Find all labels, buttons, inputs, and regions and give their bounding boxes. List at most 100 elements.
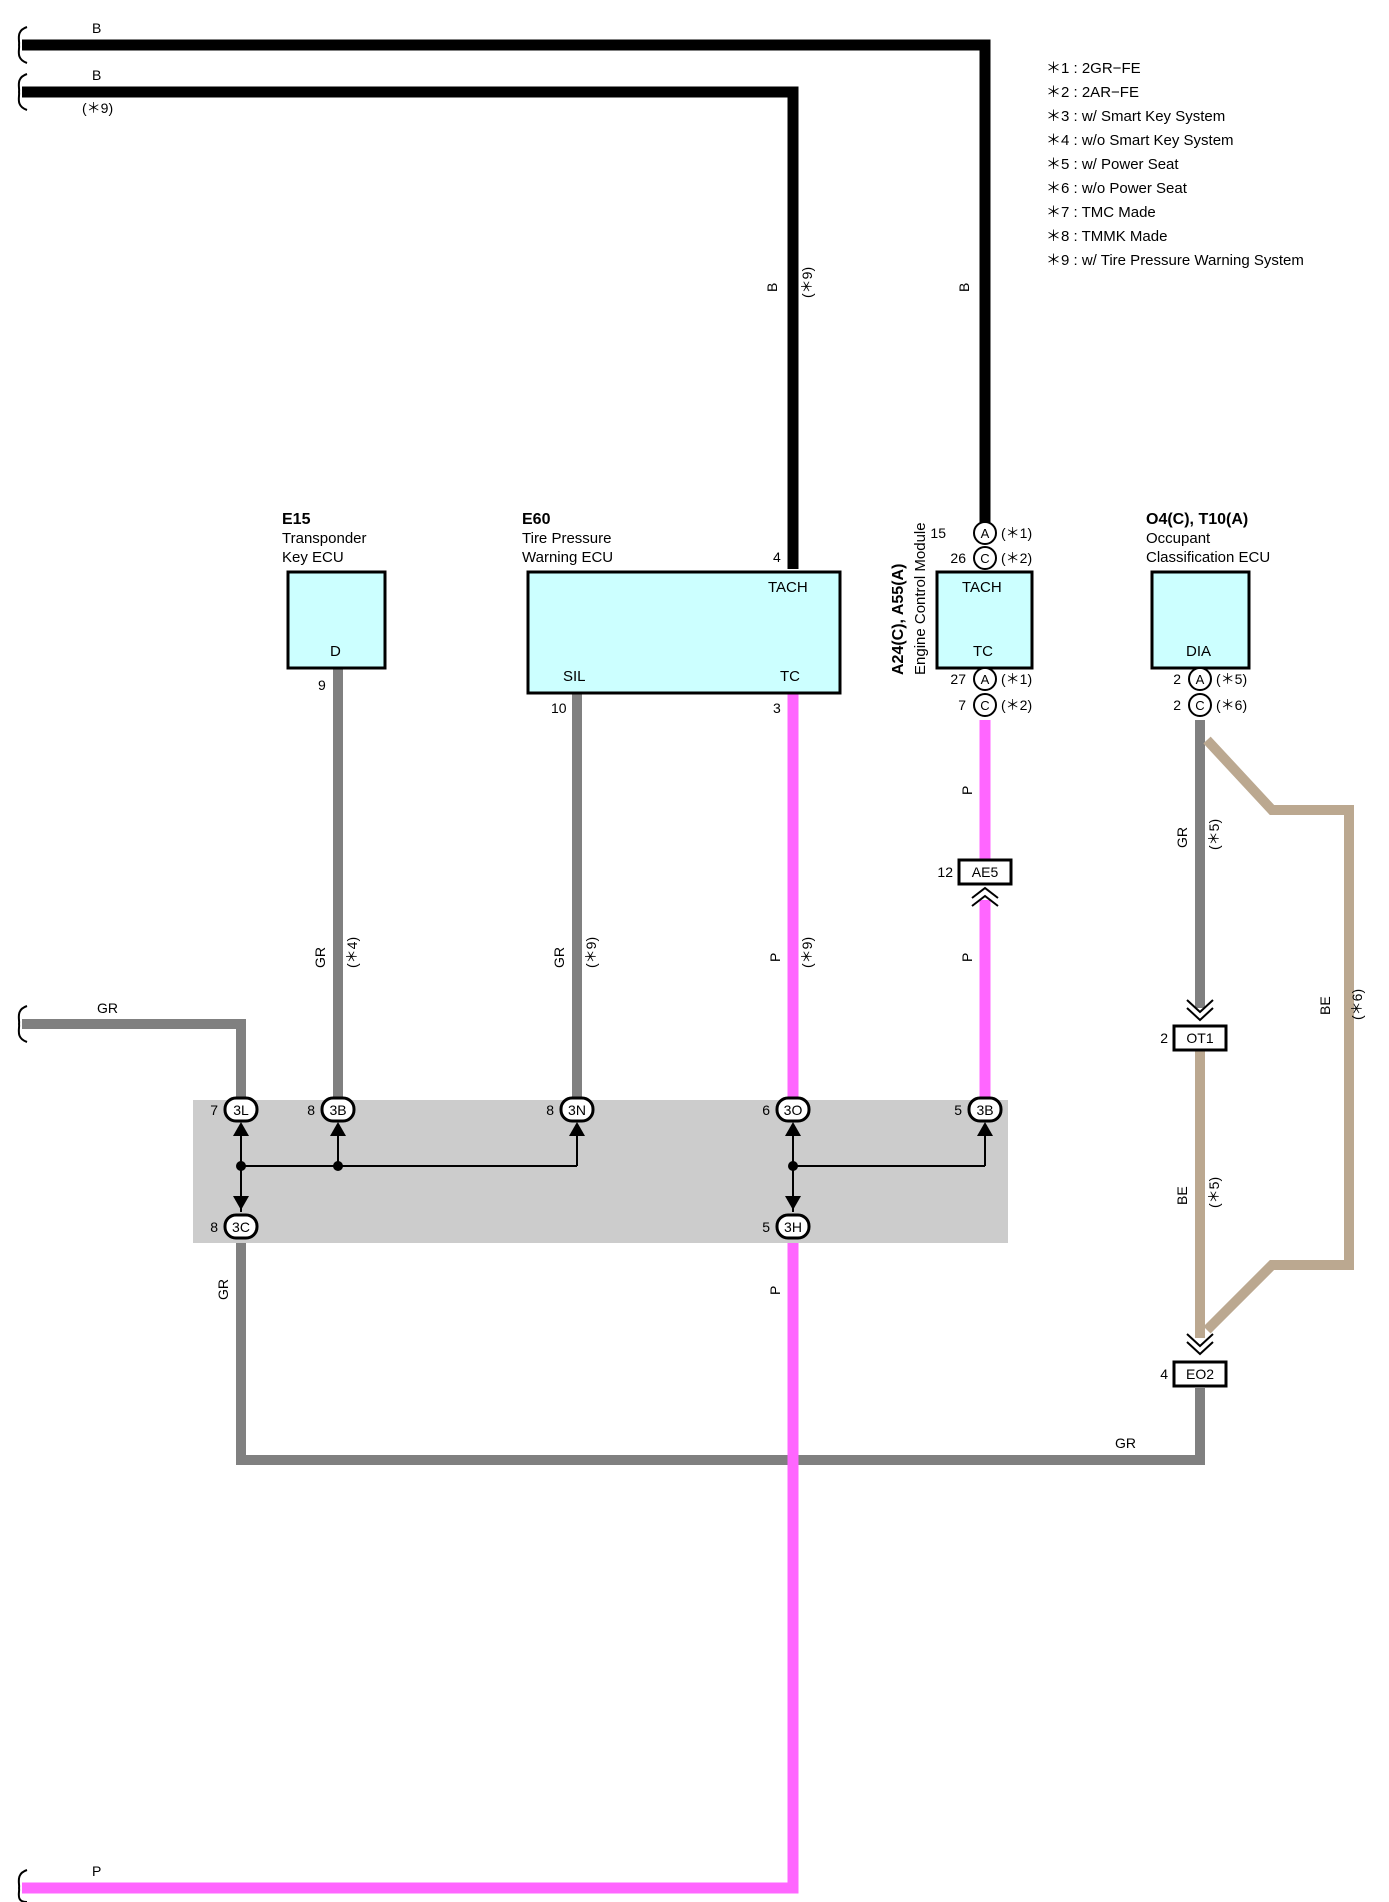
connector-ot1: OT1 2 bbox=[1160, 999, 1228, 1052]
svg-text:8: 8 bbox=[307, 1102, 315, 1118]
note-6: ＊6 : w/o Power Seat bbox=[1046, 180, 1188, 197]
label-be-loop-color: BE bbox=[1317, 996, 1333, 1015]
label-gr-e15-color: GR bbox=[312, 947, 328, 968]
e60-terminal-tach: TACH bbox=[768, 579, 808, 596]
svg-text:(＊1): (＊1) bbox=[1001, 671, 1032, 687]
label-b-second-note: (＊9) bbox=[82, 100, 113, 116]
label-p-ecm-lower: P bbox=[959, 953, 975, 962]
e60-terminal-tc: TC bbox=[780, 668, 800, 685]
label-b-e60-color: B bbox=[764, 283, 780, 292]
jc-3h: 3H 5 bbox=[762, 1213, 811, 1240]
e15-code: E15 bbox=[282, 511, 311, 528]
note-9: ＊9 : w/ Tire Pressure Warning System bbox=[1046, 252, 1304, 269]
wire-gr-bottom bbox=[236, 1243, 1205, 1465]
note-3: ＊3 : w/ Smart Key System bbox=[1046, 108, 1225, 125]
svg-text:C: C bbox=[980, 551, 989, 566]
svg-text:3H: 3H bbox=[784, 1219, 802, 1235]
svg-text:AE5: AE5 bbox=[972, 864, 999, 880]
svg-text:12: 12 bbox=[937, 864, 953, 880]
svg-text:(＊2): (＊2) bbox=[1001, 550, 1032, 566]
svg-text:EO2: EO2 bbox=[1186, 1366, 1214, 1382]
label-gr-e15-note: (＊4) bbox=[344, 937, 360, 968]
e60-code: E60 bbox=[522, 511, 551, 528]
wire-b-second bbox=[22, 86, 799, 569]
ecm-pin-27: 27 A (＊1) bbox=[950, 667, 1032, 691]
brace-b-second bbox=[17, 73, 28, 111]
occ-box bbox=[1150, 570, 1251, 670]
ecm-pin-26: 26 C (＊2) bbox=[950, 546, 1032, 570]
svg-text:(＊1): (＊1) bbox=[1001, 525, 1032, 541]
ecm-terminal-tach: TACH bbox=[962, 579, 1002, 596]
label-be-loop-note: (＊6) bbox=[1349, 989, 1365, 1020]
note-7: ＊7 : TMC Made bbox=[1046, 204, 1156, 221]
label-p-bottom: P bbox=[92, 1863, 101, 1879]
svg-text:3C: 3C bbox=[232, 1219, 250, 1235]
brace-b-top bbox=[17, 26, 28, 64]
label-b-top: B bbox=[92, 20, 101, 36]
jc-3c: 3C 8 bbox=[210, 1213, 259, 1240]
e60-name-2: Warning ECU bbox=[522, 549, 613, 566]
label-p-ecm-upper: P bbox=[959, 786, 975, 795]
label-gr-sil-color: GR bbox=[551, 947, 567, 968]
label-b-ecm: B bbox=[956, 283, 972, 292]
label-be-occ-color: BE bbox=[1174, 1186, 1190, 1205]
ecm-pin-7: 7 C (＊2) bbox=[958, 693, 1032, 717]
ecm-code: A24(C), A55(A) bbox=[890, 564, 907, 675]
connector-eo2: EO2 4 bbox=[1160, 1333, 1228, 1388]
e15-name-1: Transponder bbox=[282, 530, 367, 547]
svg-text:A: A bbox=[981, 672, 990, 687]
wire-p-bottom bbox=[22, 1243, 799, 1894]
svg-text:(＊2): (＊2) bbox=[1001, 697, 1032, 713]
occ-pin-2c: 2 C (＊6) bbox=[1173, 693, 1247, 717]
svg-text:2: 2 bbox=[1160, 1030, 1168, 1046]
ecm-pin-15: 15 A (＊1) bbox=[930, 521, 1032, 545]
note-1: ＊1 : 2GR−FE bbox=[1046, 60, 1141, 77]
wire-b-top bbox=[22, 39, 991, 533]
label-gr-occ-color: GR bbox=[1174, 827, 1190, 848]
svg-text:OT1: OT1 bbox=[1186, 1030, 1213, 1046]
occ-terminal: DIA bbox=[1186, 643, 1211, 660]
e15-name-2: Key ECU bbox=[282, 549, 344, 566]
occ-name-2: Classification ECU bbox=[1146, 549, 1270, 566]
label-b-e60-note: (＊9) bbox=[799, 267, 815, 298]
label-p-tc-note: (＊9) bbox=[799, 937, 815, 968]
note-2: ＊2 : 2AR−FE bbox=[1046, 84, 1139, 101]
notes-legend: ＊1 : 2GR−FE ＊2 : 2AR−FE ＊3 : w/ Smart Ke… bbox=[1046, 60, 1304, 269]
svg-text:26: 26 bbox=[950, 550, 966, 566]
svg-text:3B: 3B bbox=[329, 1102, 346, 1118]
svg-text:2: 2 bbox=[1173, 671, 1181, 687]
label-gr-bottom: GR bbox=[1115, 1435, 1136, 1451]
label-gr-left: GR bbox=[97, 1000, 118, 1016]
e60-pin-tc: 3 bbox=[773, 700, 781, 716]
svg-text:6: 6 bbox=[762, 1102, 770, 1118]
brace-gr-left bbox=[17, 1005, 28, 1043]
ecm-terminal-tc: TC bbox=[973, 643, 993, 660]
svg-text:C: C bbox=[1195, 698, 1204, 713]
svg-text:C: C bbox=[980, 698, 989, 713]
svg-text:A: A bbox=[1196, 672, 1205, 687]
svg-text:5: 5 bbox=[762, 1219, 770, 1235]
svg-text:15: 15 bbox=[930, 525, 946, 541]
label-b-second: B bbox=[92, 67, 101, 83]
jc-3l: 3L 7 bbox=[210, 1096, 259, 1123]
svg-text:(＊6): (＊6) bbox=[1216, 697, 1247, 713]
e15-pin: 9 bbox=[318, 677, 326, 693]
label-gr-occ-note: (＊5) bbox=[1206, 819, 1222, 850]
svg-text:2: 2 bbox=[1173, 697, 1181, 713]
ecm-box bbox=[935, 570, 1034, 670]
svg-text:4: 4 bbox=[1160, 1366, 1168, 1382]
e60-terminal-sil: SIL bbox=[563, 668, 586, 685]
svg-text:8: 8 bbox=[546, 1102, 554, 1118]
e60-pin-sil: 10 bbox=[551, 700, 567, 716]
label-gr-3c: GR bbox=[215, 1279, 231, 1300]
wire-be-loop bbox=[1203, 736, 1354, 1334]
svg-text:3N: 3N bbox=[568, 1102, 586, 1118]
e60-name-1: Tire Pressure bbox=[522, 530, 611, 547]
svg-text:3B: 3B bbox=[976, 1102, 993, 1118]
label-gr-sil-note: (＊9) bbox=[583, 937, 599, 968]
svg-text:3L: 3L bbox=[233, 1102, 249, 1118]
label-p-tc-color: P bbox=[767, 953, 783, 962]
svg-text:3O: 3O bbox=[784, 1102, 803, 1118]
e60-pin-tach: 4 bbox=[773, 549, 781, 565]
